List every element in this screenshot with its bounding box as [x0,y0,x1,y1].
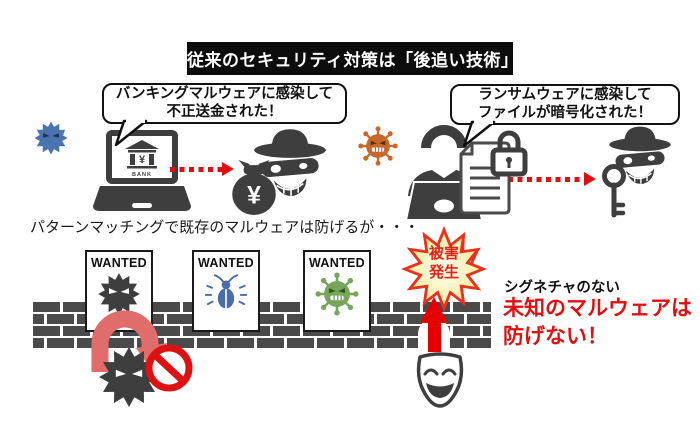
left-dotted-arrow [170,162,234,176]
left-bubble-line2: 不正送金された！ [166,103,283,120]
right-bubble-line1: ランサムウェアに感染して [478,87,652,103]
money-bag-icon: ¥ [232,160,276,215]
left-bubble-line1: バンキングマルウェアに感染して [115,86,334,102]
starburst-line2: 発生 [428,264,459,281]
virus-orange-icon [358,126,398,166]
arrowhead-right-icon [222,162,234,176]
theater-mask-icon [416,352,464,408]
up-arrow-shaft [428,321,441,352]
round-virus-green-icon [315,272,359,316]
dotted-line [170,166,222,172]
padlock-icon [490,130,528,177]
title-bar: 従来のセキュリティ対策は「後追い技術」 [187,42,519,75]
caption-text: パターンマッチングで既存のマルウェアは防げるが・・・ [30,219,420,236]
hacker-right-icon [609,126,671,184]
wanted-label: WANTED [309,256,365,270]
virus-blue-icon [34,121,68,155]
warning-line2: 未知のマルウェアは [503,297,692,320]
title-text: 従来のセキュリティ対策は「後追い技術」 [187,51,519,70]
wanted-label: WANTED [198,256,254,270]
spiky-virus-black-icon [98,273,140,315]
arrowhead-right-icon [584,172,596,186]
bank-laptop-icon: ¥ BANK [93,130,191,211]
bank-yen-symbol: ¥ [139,154,146,166]
right-speech-bubble: ランサムウェアに感染して ファイルが暗号化された！ [450,84,680,125]
blocked-virus-icon [99,347,159,407]
starburst-line1: 被害 [428,245,459,262]
bank-icon: ¥ BANK [125,140,159,178]
wanted-label: WANTED [91,256,147,270]
right-bubble-line2: ファイルが暗号化された！ [478,104,652,121]
right-bubble-tail [462,120,496,147]
left-bubble-tail [114,119,148,146]
dotted-line [508,176,584,182]
wanted-poster-2: WANTED [192,250,260,332]
hacker-left-icon [254,129,326,196]
wanted-poster-3: WANTED [303,250,371,332]
left-speech-bubble: バンキングマルウェアに感染して 不正送金された！ [102,83,347,124]
warning-line3: 防げない！ [503,325,608,348]
starburst-shape [401,226,487,312]
warning-line1: シグネチャのない [504,280,620,296]
damage-starburst: 被害 発生 [394,224,494,314]
bank-label: BANK [132,172,152,178]
key-icon [602,164,626,218]
right-dotted-arrow [508,172,596,186]
prohibition-icon [145,344,193,392]
bug-blue-icon [204,274,248,309]
money-yen-symbol: ¥ [247,182,261,210]
